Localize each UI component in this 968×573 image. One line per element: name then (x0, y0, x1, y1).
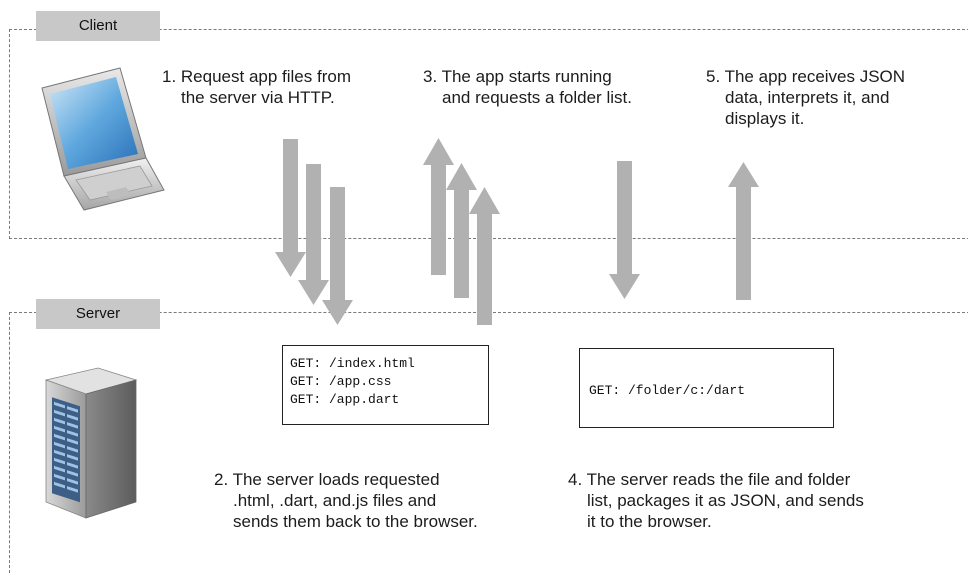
step-4-line-2: list, packages it as JSON, and sends (587, 491, 864, 510)
response-arrow-up-3 (469, 187, 500, 325)
step-1-text: 1. Request app files from the server via… (162, 66, 351, 108)
flow-arrows (275, 138, 759, 325)
folder-request-box: GET: /folder/c:/dart (579, 348, 834, 428)
step-5-line-1: 5. The app receives JSON (706, 67, 906, 86)
step-2-line-1: 2. The server loads requested (214, 470, 440, 489)
requests-box-line: GET: /index.html (290, 356, 415, 371)
request-arrow-down-1 (275, 139, 306, 277)
request-arrow-down-2 (298, 164, 329, 305)
step-5-text: 5. The app receives JSON data, interpret… (706, 66, 905, 129)
requests-box: GET: /index.html GET: /app.css GET: /app… (282, 345, 489, 425)
step-1-line-1: 1. Request app files from (162, 67, 351, 86)
json-response-arrow-up (728, 162, 759, 300)
step-3-line-1: 3. The app starts running (423, 67, 612, 86)
step-3-text: 3. The app starts running and requests a… (423, 66, 632, 108)
server-tab: Server (36, 299, 160, 329)
step-5-line-3: displays it. (725, 109, 805, 128)
client-tab: Client (36, 11, 160, 41)
server-tower-icon (44, 367, 138, 519)
step-1-line-2: the server via HTTP. (181, 88, 335, 107)
step-5-line-2: data, interprets it, and (725, 88, 890, 107)
step-2-line-3: sends them back to the browser. (233, 512, 478, 531)
laptop-icon (41, 67, 165, 211)
request-arrow-down-3 (322, 187, 353, 325)
step-2-text: 2. The server loads requested .html, .da… (214, 469, 478, 532)
step-4-line-3: it to the browser. (587, 512, 712, 531)
requests-box-line: GET: /app.css (290, 374, 392, 389)
folder-request-line: GET: /folder/c:/dart (589, 383, 746, 398)
step-2-line-2: .html, .dart, and.js files and (233, 491, 437, 510)
step-4-line-1: 4. The server reads the file and folder (568, 470, 851, 489)
step-4-text: 4. The server reads the file and folder … (568, 469, 864, 532)
response-arrow-up-1 (423, 138, 454, 275)
step-3-line-2: and requests a folder list. (442, 88, 632, 107)
requests-box-line: GET: /app.dart (290, 392, 400, 407)
response-arrow-up-2 (446, 163, 477, 298)
folder-request-arrow-down (609, 161, 640, 299)
